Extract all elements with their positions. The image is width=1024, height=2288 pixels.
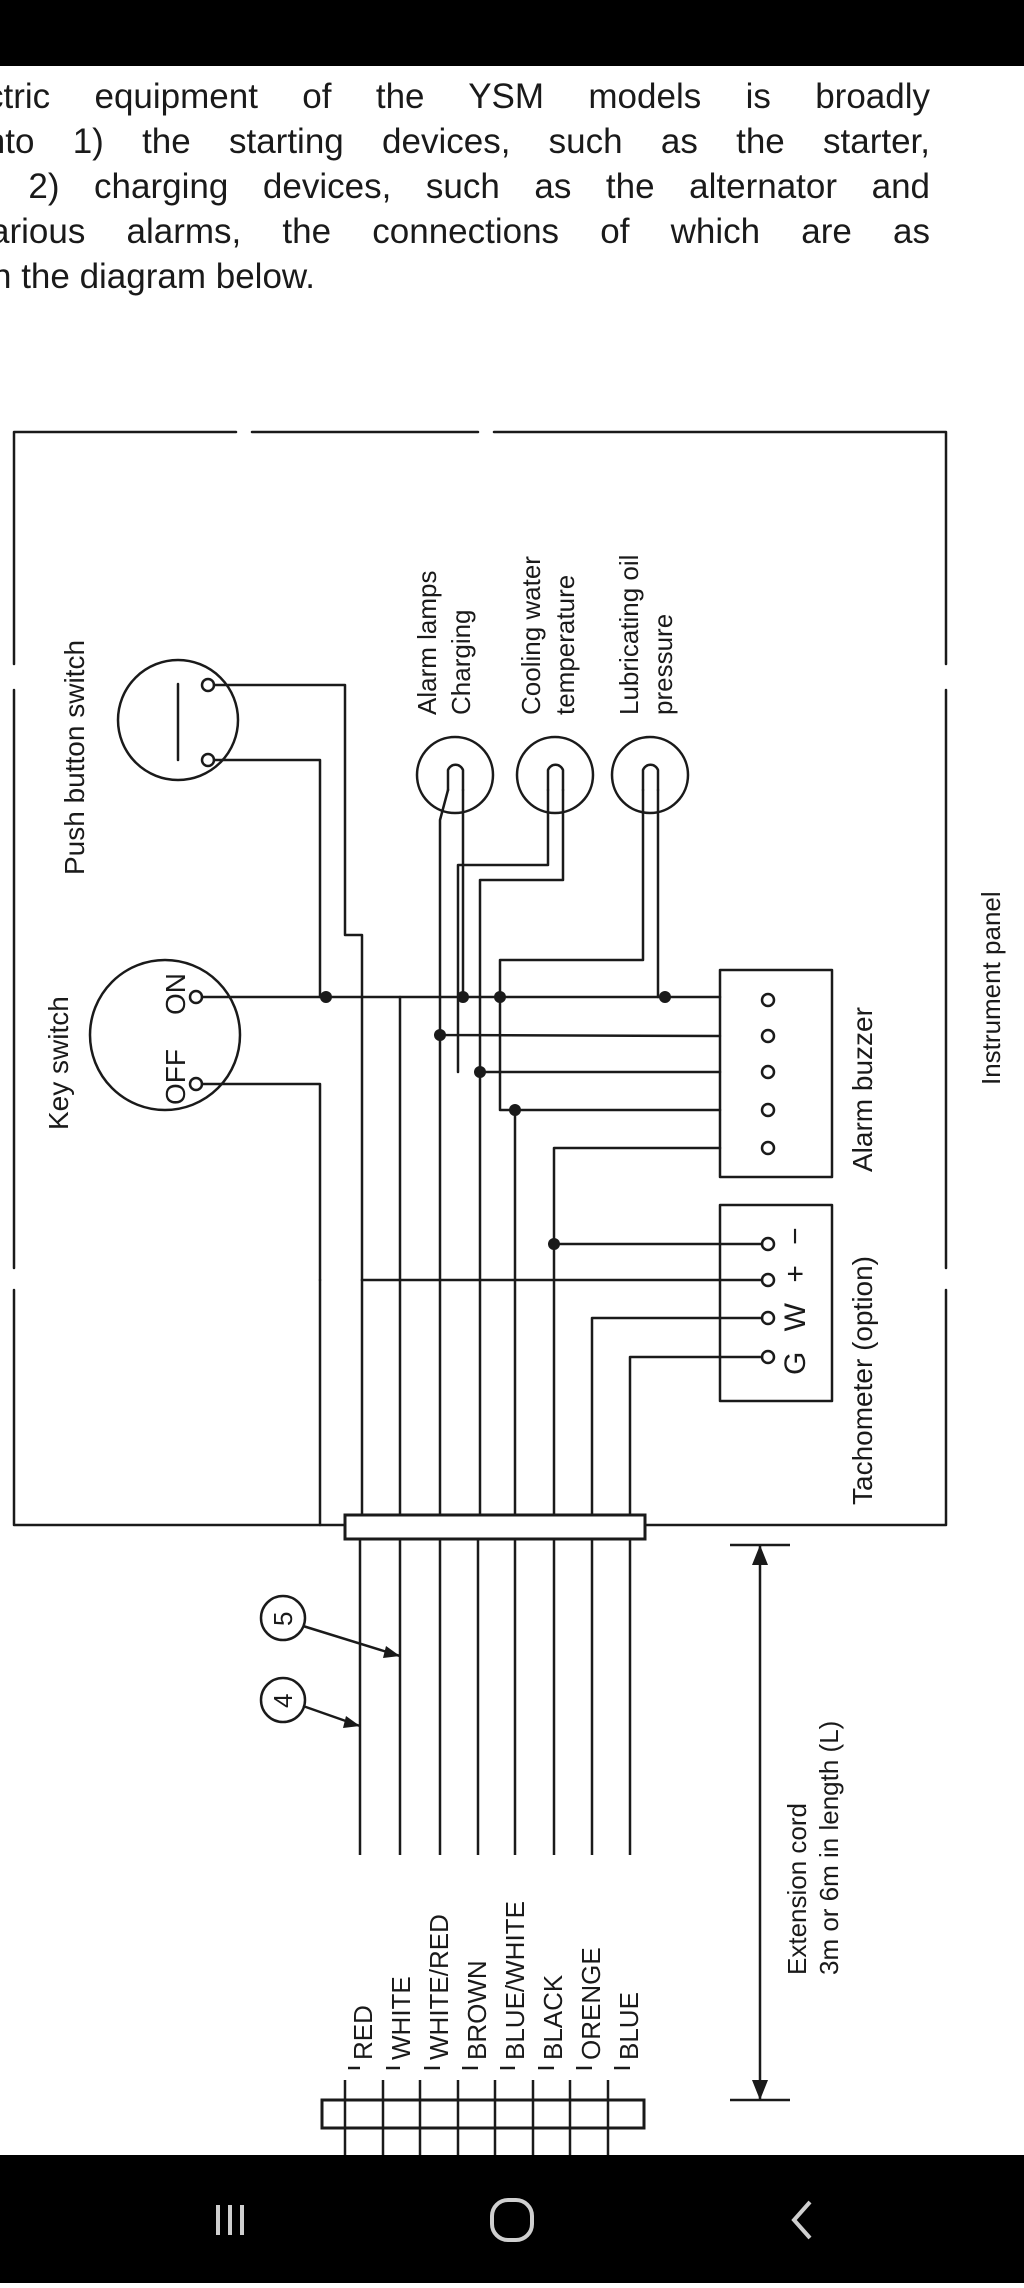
panel-connector [343, 1513, 647, 1541]
label-tachometer: Tachometer (option) [847, 1256, 878, 1505]
label-alarm-lamps: Alarm lamps [412, 571, 442, 715]
label-lubricating-oil: Lubricating oil [614, 555, 644, 715]
alarm-lamp-charging [415, 735, 495, 815]
label-temperature: temperature [550, 575, 580, 715]
label-instrument-panel: Instrument panel [976, 891, 1006, 1085]
wiring-diagram: Key switch OFF ON Push button switch Ala… [0, 405, 1024, 2155]
label-alarm-buzzer: Alarm buzzer [847, 1007, 878, 1172]
wire-label: ORENGE [576, 1947, 606, 2060]
back-button[interactable] [704, 2155, 904, 2283]
alarm-buzzer-box [718, 968, 834, 1179]
intro-line: into 1) the starting devices, such as th… [0, 122, 930, 161]
callout-4-label: 4 [268, 1694, 298, 1708]
status-bar [0, 0, 1024, 66]
label-on: ON [160, 973, 191, 1015]
wire-label: WHITE/RED [424, 1914, 454, 2060]
wire-label: BROWN [462, 1960, 492, 2060]
cord-connector [320, 2098, 646, 2130]
callout-5-label: 5 [268, 1612, 298, 1626]
intro-line: l 2) charging devices, such as the alter… [0, 167, 930, 206]
recent-apps-button[interactable] [130, 2155, 330, 2283]
label-extension-cord-2: 3m or 6m in length (L) [814, 1721, 844, 1975]
wire-label: BLUE/WHITE [500, 1901, 530, 2060]
label-tacho-terminals: G W + − [779, 1221, 812, 1375]
intro-line: n the diagram below. [0, 257, 315, 296]
push-button-circle [116, 658, 240, 782]
alarm-lamp-oil [610, 735, 690, 815]
callout-4-circle [259, 1676, 307, 1724]
home-button[interactable] [412, 2155, 612, 2283]
wire-label: WHITE [386, 1976, 416, 2060]
wire-label: RED [348, 2005, 378, 2060]
key-switch-circle [88, 958, 242, 1112]
intro-paragraph: ctric equipment of the YSM models is bro… [0, 74, 1024, 299]
alarm-lamp-cooling [515, 735, 595, 815]
label-pressure: pressure [648, 614, 678, 715]
label-off: OFF [160, 1049, 191, 1105]
tachometer-box [718, 1203, 834, 1403]
label-charging: Charging [446, 609, 476, 715]
callout-5-circle [259, 1594, 307, 1642]
navigation-bar [0, 2155, 1024, 2283]
intro-line: ctric equipment of the YSM models is bro… [0, 77, 930, 116]
wire-label: BLUE [614, 1992, 644, 2060]
label-extension-cord-1: Extension cord [782, 1803, 812, 1975]
intro-line: arious alarms, the connections of which … [0, 212, 930, 251]
wire-label: BLACK [538, 1974, 568, 2060]
back-icon [791, 2200, 812, 2240]
home-icon [490, 2198, 534, 2242]
recent-apps-icon [216, 2205, 244, 2235]
label-push-button-switch: Push button switch [59, 640, 90, 875]
label-cooling-water: Cooling water [516, 556, 546, 715]
label-key-switch: Key switch [43, 996, 74, 1130]
